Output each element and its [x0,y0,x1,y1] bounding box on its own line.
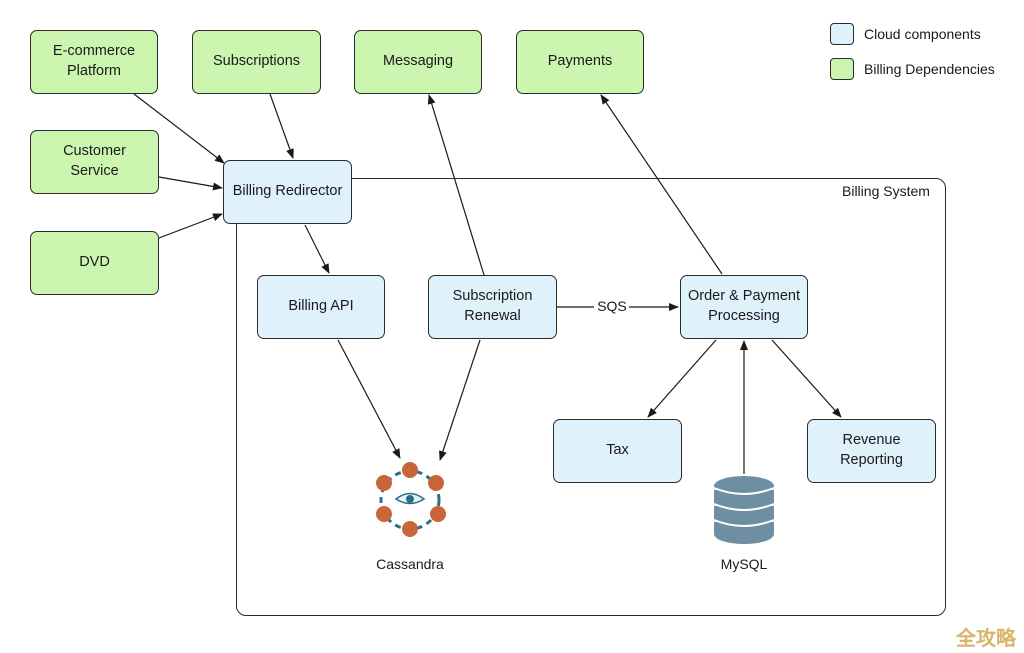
legend-label-cloud: Cloud components [864,26,981,42]
node-tax: Tax [553,419,682,483]
mysql-label: MySQL [720,556,768,572]
node-subscriptions: Subscriptions [192,30,321,94]
node-ecommerce-platform: E-commerce Platform [30,30,158,94]
cassandra-label: Cassandra [376,556,444,572]
sqs-label: SQS [597,298,627,314]
node-billing-api: Billing API [257,275,385,339]
billing-system-label: Billing System [842,183,930,199]
edge-dvd-to-redirector [158,213,223,239]
watermark-logo: 全攻略 [956,628,1016,650]
node-subscription-renewal: Subscription Renewal [428,275,557,339]
edge-subscriptions-to-redirector [269,93,294,159]
node-revenue-reporting: Revenue Reporting [807,419,936,483]
node-payments: Payments [516,30,644,94]
node-dvd: DVD [30,231,159,295]
legend-label-billing: Billing Dependencies [864,61,995,77]
legend-swatch-cloud [830,23,854,45]
billing-system-boundary [236,178,946,616]
edge-customer-service-to-redirector [158,176,223,191]
legend-swatch-billing [830,58,854,80]
node-billing-redirector: Billing Redirector [223,160,352,224]
node-customer-service: Customer Service [30,130,159,194]
node-messaging: Messaging [354,30,482,94]
node-order-payment-processing: Order & Payment Processing [680,275,808,339]
